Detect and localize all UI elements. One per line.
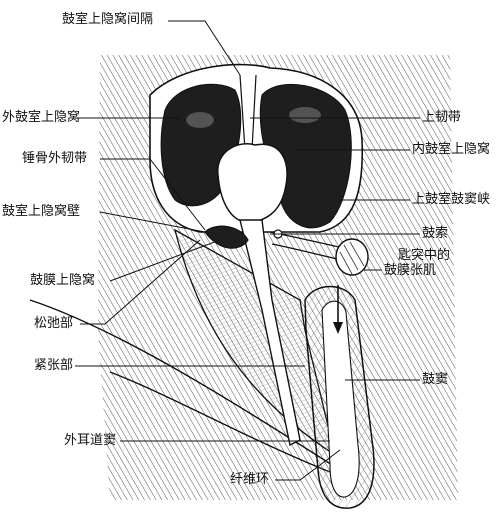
- canal-wall: [29, 299, 341, 473]
- label-chorda-tympani: 鼓索: [422, 226, 449, 241]
- label-lateral-malleal-ligament: 锤骨外韧带: [22, 151, 88, 166]
- label-lateral-epitympanic-recess: 外鼓室上隐窝: [2, 110, 81, 125]
- tympanic-sinus-inner: [321, 300, 360, 498]
- flow-arrow-head: [333, 322, 343, 334]
- label-prussak-space: 鼓膜上隐窝: [30, 273, 96, 288]
- label-tympanic-isthmus: 上鼓室鼓窦峡: [412, 192, 491, 207]
- prussak-pocket: [204, 225, 249, 249]
- label-external-canal-recess: 外耳道窦: [64, 433, 117, 448]
- cavity-highlight-right: [289, 107, 321, 123]
- malleus-head: [217, 143, 288, 223]
- tensor-fibres: [339, 241, 365, 275]
- cavity-highlight-left: [186, 112, 214, 128]
- label-pars-tensa: 紧张部: [34, 358, 74, 373]
- label-epitympanic-septum: 鼓室上隐窝间隔: [62, 12, 154, 27]
- label-superior-ligament: 上韧带: [422, 110, 462, 125]
- label-epitympanic-recess-wall: 鼓室上隐窝壁: [2, 204, 81, 219]
- tensor-tendon: [335, 238, 369, 276]
- label-tympanic-sinus: 鼓窦: [422, 372, 449, 387]
- leader-lines: [75, 20, 420, 481]
- label-annulus: 纤维环: [230, 472, 270, 487]
- label-tensor-line1: 匙突中的: [398, 248, 451, 263]
- label-pars-flaccida: 松弛部: [34, 316, 74, 331]
- malleus-handle: [239, 219, 301, 447]
- label-tensor-line2: 鼓膜张肌: [384, 263, 437, 278]
- label-medial-epitympanic-recess: 内鼓室上隐窝: [412, 142, 491, 157]
- septum: [239, 74, 257, 151]
